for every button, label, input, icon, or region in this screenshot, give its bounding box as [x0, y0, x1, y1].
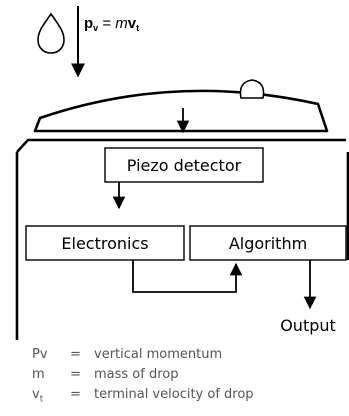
housing-left-corner — [16, 138, 346, 153]
electronics-label: Electronics — [61, 234, 148, 253]
output-label: Output — [280, 316, 336, 335]
legend-row-pv: Pv = vertical momentum — [32, 345, 342, 365]
legend-equals: = — [70, 387, 81, 402]
legend-definition: mass of drop — [94, 367, 179, 382]
momentum-equation: pv = mvt — [84, 15, 139, 33]
legend-definition: vertical momentum — [94, 347, 223, 362]
legend-equals: = — [70, 347, 81, 362]
algorithm-label: Algorithm — [229, 234, 307, 253]
legend-symbol: Pv — [32, 347, 48, 362]
sensor-dome — [33, 89, 329, 133]
legend-symbol: m — [32, 367, 45, 382]
rain-sensor-diagram: pv = mvt Piezo detector Electronics Algo… — [15, 6, 349, 340]
legend-row-vt: vt = terminal velocity of drop — [32, 385, 342, 405]
legend-row-m: m = mass of drop — [32, 365, 342, 385]
resting-raindrop-icon — [239, 79, 265, 99]
electronics-to-algorithm-arrow — [132, 260, 243, 293]
algorithm-box — [189, 225, 347, 261]
falling-raindrop-icon — [37, 12, 65, 54]
piezo-detector-label: Piezo detector — [127, 156, 242, 175]
legend-definition: terminal velocity of drop — [94, 387, 254, 402]
legend: Pv = vertical momentum m = mass of drop … — [32, 345, 342, 405]
piezo-detector-box — [104, 147, 264, 183]
legend-equals: = — [70, 367, 81, 382]
electronics-box — [25, 225, 185, 261]
legend-symbol: vt — [32, 387, 44, 405]
